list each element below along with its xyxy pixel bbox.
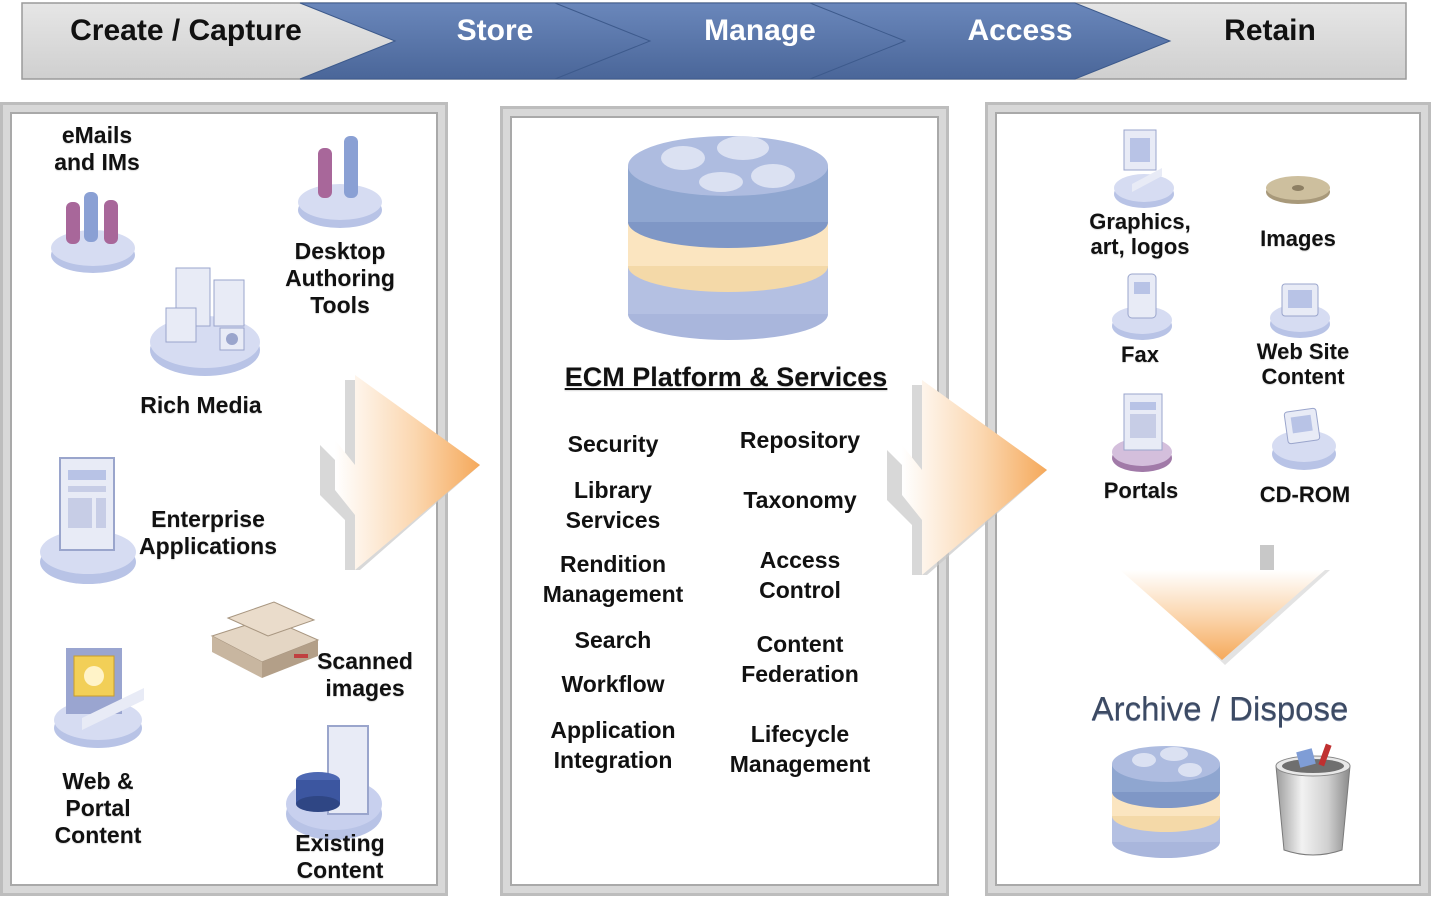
- stage-create-capture: Create / Capture: [70, 14, 302, 47]
- scanned-images-label: Scanned images: [317, 648, 413, 702]
- service-security: Security: [567, 431, 659, 457]
- service-taxonomy: Taxonomy: [743, 487, 857, 513]
- scanner-icon: [210, 601, 320, 678]
- portals-icon: [1112, 393, 1172, 472]
- stage-access: Access: [967, 14, 1073, 47]
- archive-database-icon: [1112, 746, 1220, 858]
- cdrom-label: CD-ROM: [1259, 482, 1351, 507]
- web-site-icon: [1270, 283, 1330, 338]
- service-library: Library Services: [565, 477, 661, 533]
- graphics-label: Graphics, art, logos: [1089, 209, 1191, 259]
- rich-media-icon: [150, 267, 260, 376]
- archive-dispose-title: Archive / Dispose: [1091, 690, 1349, 727]
- service-lifecycle: Lifecycle Management: [729, 721, 871, 777]
- web-site-label: Web Site Content: [1256, 339, 1350, 389]
- rich-media-label: Rich Media: [140, 392, 262, 418]
- graphics-monitor-icon: [1114, 129, 1174, 208]
- server-icon: [286, 725, 382, 840]
- images-label: Images: [1260, 226, 1336, 251]
- stage-manage: Manage: [704, 14, 816, 47]
- stage-retain: Retain: [1224, 14, 1316, 47]
- enterprise-apps-label: Enterprise Applications: [138, 506, 277, 560]
- portals-label: Portals: [1103, 478, 1179, 503]
- service-workflow: Workflow: [561, 671, 665, 697]
- database-icon: [628, 136, 828, 340]
- flow-arrow-down: [1120, 545, 1330, 665]
- flow-arrow-middle: [887, 380, 1047, 575]
- service-repository: Repository: [739, 427, 861, 453]
- web-portal-icon: [54, 648, 144, 748]
- service-content-federation: Content Federation: [741, 631, 859, 687]
- flow-arrow-left: [320, 375, 480, 570]
- fax-icon: [1112, 273, 1172, 340]
- existing-content-label: Existing Content: [295, 830, 385, 884]
- desktop-authoring-label: Desktop Authoring Tools: [285, 238, 395, 319]
- desktop-people-icon: [298, 136, 382, 228]
- people-icon: [51, 192, 135, 273]
- banner-arrow-access: [809, 2, 1172, 80]
- web-portal-label: Web & Portal Content: [54, 768, 142, 849]
- platform-title: ECM Platform & Services: [564, 362, 888, 392]
- trash-bin-icon: [1275, 743, 1351, 856]
- fax-label: Fax: [1121, 342, 1159, 367]
- service-access-control: Access Control: [759, 547, 841, 603]
- process-banner: [21, 2, 1407, 80]
- service-rendition: Rendition Management: [542, 551, 684, 607]
- cdrom-icon: [1272, 407, 1336, 470]
- emails-label: eMails and IMs: [54, 122, 140, 176]
- stage-store: Store: [456, 14, 534, 47]
- disc-images-icon: [1266, 176, 1330, 204]
- service-app-integration: Application Integration: [550, 717, 676, 773]
- enterprise-apps-icon: [40, 457, 136, 584]
- service-search: Search: [574, 627, 652, 653]
